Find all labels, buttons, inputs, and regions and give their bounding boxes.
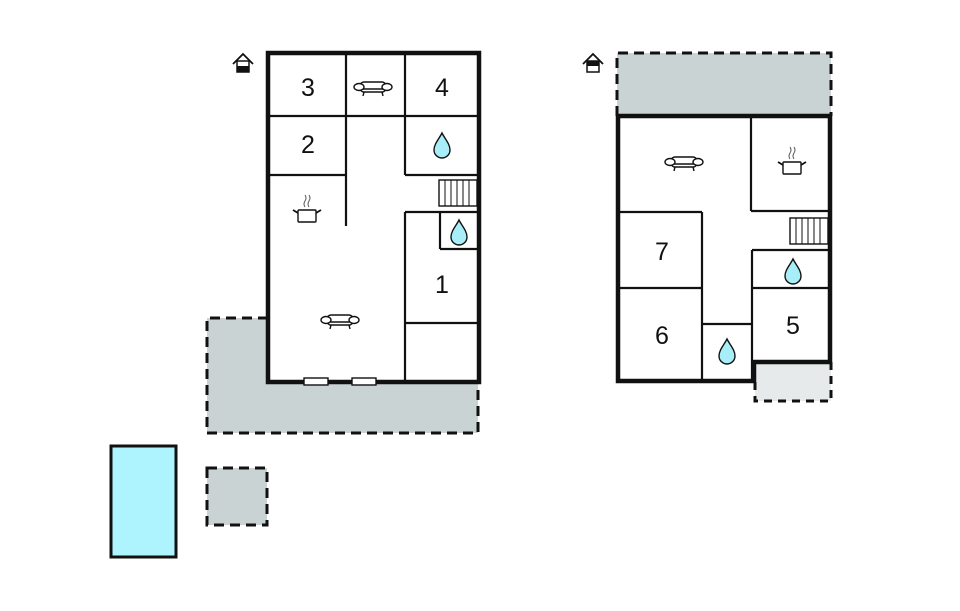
room-label-7: 7 xyxy=(655,238,669,266)
room-label-2: 2 xyxy=(301,131,315,159)
small-terrace xyxy=(753,362,833,403)
stairs-icon xyxy=(438,179,478,207)
door-opening xyxy=(303,377,329,386)
pool xyxy=(109,444,178,559)
first-floor: 7 6 5 xyxy=(582,51,833,403)
house-level-upper-icon xyxy=(582,52,604,73)
terrace xyxy=(205,316,480,435)
room-label-4: 4 xyxy=(435,74,449,102)
stairs-icon xyxy=(789,217,829,245)
patio xyxy=(205,466,269,527)
room-label-5: 5 xyxy=(786,312,800,340)
room-label-3: 3 xyxy=(301,74,315,102)
balcony xyxy=(615,51,833,116)
room-label-1: 1 xyxy=(435,271,449,299)
room-label-6: 6 xyxy=(655,322,669,350)
house-level-ground-icon xyxy=(232,52,254,73)
door-opening xyxy=(351,377,377,386)
ground-floor: 3 2 4 1 xyxy=(232,50,482,386)
